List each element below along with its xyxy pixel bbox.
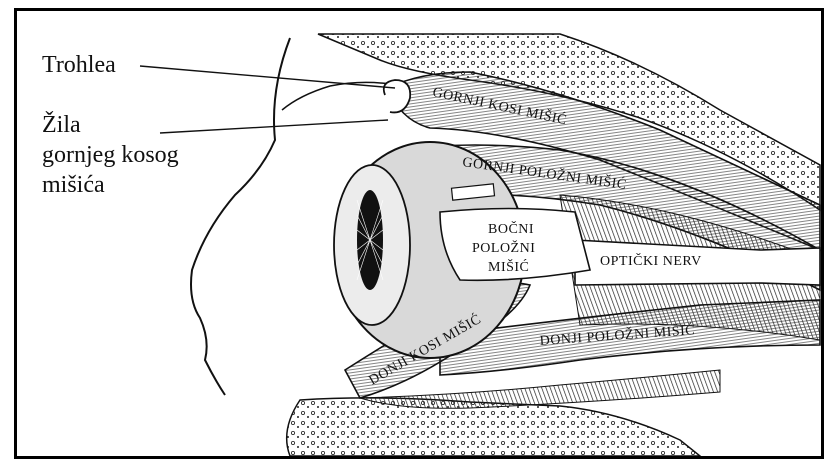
label-opticki-nerv: OPTIČKI NERV <box>600 252 702 269</box>
label-zila-line2: gornjeg kosog <box>42 142 179 168</box>
label-trohlea: Trohlea <box>42 52 116 78</box>
label-bocni-line2: POLOŽNI <box>472 239 535 256</box>
label-zila-line3: mišića <box>42 172 105 198</box>
label-bocni-line3: MIŠIĆ <box>488 258 529 275</box>
label-bocni-line1: BOČNI <box>488 220 534 237</box>
iris-pupil <box>357 190 383 290</box>
label-zila-line1: Žila <box>42 112 81 138</box>
face-profile-outline <box>191 38 290 395</box>
trohlea-leader-line <box>140 66 395 88</box>
trochlea-loop <box>384 80 410 112</box>
